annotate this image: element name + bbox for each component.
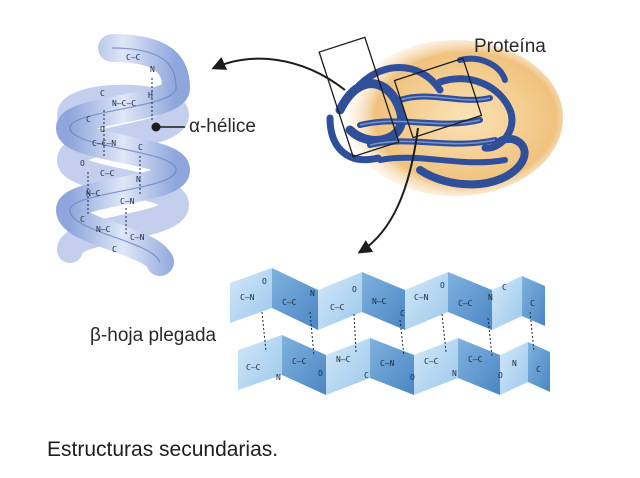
sheet-hydrogen-bonds <box>261 311 535 357</box>
helix-selection-box <box>318 36 400 158</box>
svg-text:C–C: C–C <box>246 363 261 372</box>
svg-text:O: O <box>498 371 503 380</box>
svg-text:H: H <box>148 91 153 100</box>
svg-text:N–C: N–C <box>86 189 101 198</box>
helix-label-pointer <box>151 122 185 132</box>
svg-text:O: O <box>352 285 357 294</box>
svg-text:O: O <box>410 373 415 382</box>
svg-text:C–N: C–N <box>414 293 429 302</box>
protein-glow <box>347 40 563 196</box>
svg-text:C: C <box>364 371 369 380</box>
svg-text:O: O <box>440 281 445 290</box>
sheet-selection-box <box>393 57 483 139</box>
svg-text:O: O <box>80 159 85 168</box>
svg-text:O: O <box>100 125 105 134</box>
svg-text:C–N: C–N <box>130 233 145 242</box>
svg-text:C: C <box>502 283 507 292</box>
svg-text:N–C–C: N–C–C <box>112 99 136 108</box>
svg-text:C: C <box>138 143 143 152</box>
beta-sheet-illustration: C–N O C–C N C–C O N–C C C–N O C–C N C C … <box>230 268 550 395</box>
svg-text:C: C <box>86 115 91 124</box>
svg-text:C: C <box>400 309 405 318</box>
figure-caption: Estructuras secundarias. <box>47 438 279 461</box>
helix-ribbon-edge <box>69 47 177 263</box>
svg-text:C: C <box>536 365 541 374</box>
svg-text:O: O <box>318 369 323 378</box>
svg-text:C–C: C–C <box>100 169 115 178</box>
svg-text:N: N <box>276 373 281 382</box>
svg-text:O: O <box>262 277 267 286</box>
svg-text:N: N <box>150 65 155 74</box>
protein-label: Proteína <box>474 36 546 57</box>
arrow-to-helix <box>211 57 346 91</box>
alpha-helix-illustration: C–C N C N–C–C H C O C–C–N C O C–C N N–C … <box>55 34 191 276</box>
svg-text:C–C: C–C <box>468 355 483 364</box>
svg-text:C–C: C–C <box>282 298 297 307</box>
svg-text:C–C: C–C <box>126 53 141 62</box>
svg-text:C–N: C–N <box>380 359 395 368</box>
svg-text:C–C: C–C <box>330 303 345 312</box>
svg-text:C: C <box>80 215 85 224</box>
svg-text:N: N <box>136 175 141 184</box>
beta-strand-top <box>230 268 545 330</box>
protein-ribbon-highlights <box>359 95 496 146</box>
svg-text:N: N <box>452 369 457 378</box>
svg-text:N–C: N–C <box>372 297 387 306</box>
beta-strand-bottom <box>238 335 550 395</box>
helix-hydrogen-bonds <box>87 78 153 236</box>
alpha-helix-label: α-hélice <box>189 116 256 137</box>
svg-text:N: N <box>310 289 315 298</box>
svg-text:C–C: C–C <box>424 357 439 366</box>
svg-text:N–C: N–C <box>336 355 351 364</box>
svg-text:N: N <box>512 359 517 368</box>
svg-text:C–N: C–N <box>240 293 255 302</box>
arrow-to-sheet <box>357 127 419 254</box>
protein-illustration <box>318 36 563 196</box>
svg-text:C: C <box>530 299 535 308</box>
svg-text:N–C: N–C <box>96 225 111 234</box>
svg-text:C: C <box>112 245 117 254</box>
svg-text:C–N: C–N <box>120 197 135 206</box>
beta-sheet-label: β-hoja plegada <box>90 325 217 346</box>
svg-text:N: N <box>488 293 493 302</box>
svg-text:C: C <box>100 89 105 98</box>
svg-text:C–C: C–C <box>458 299 473 308</box>
sheet-backbone-atoms: C–N O C–C N C–C O N–C C C–N O C–C N C C … <box>240 277 541 382</box>
svg-text:C–C: C–C <box>292 357 307 366</box>
